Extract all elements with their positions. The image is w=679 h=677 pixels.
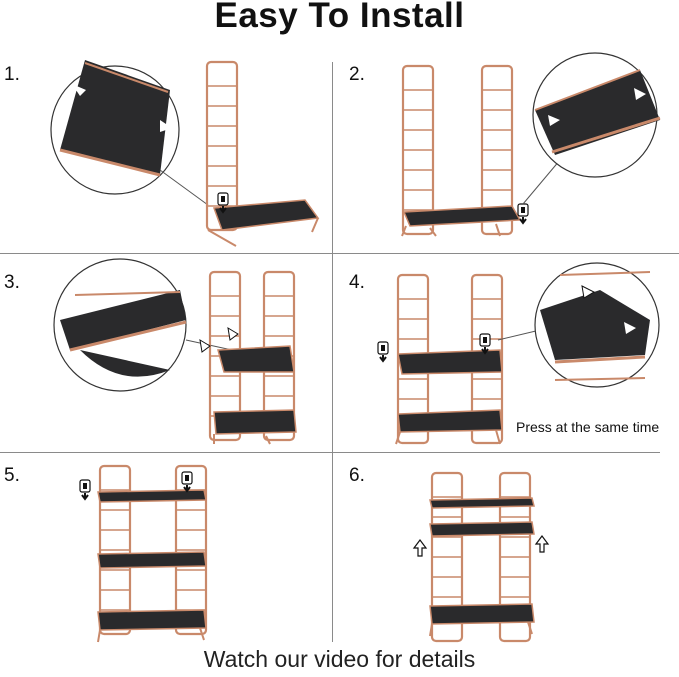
step-4-label: 4. [349,272,365,293]
step-1-label: 1. [4,64,20,85]
step-5-label: 5. [4,465,20,486]
step-3-illustration [53,258,297,445]
page-title: Easy To Install [214,0,465,35]
step-1-illustration [50,60,320,247]
step-5-illustration [79,464,208,643]
press-note: Press at the same time [516,419,660,435]
divider-row-2 [0,452,660,453]
step-4-illustration [377,262,660,445]
footer-caption: Watch our video for details [203,646,476,672]
step-2-label: 2. [349,64,365,85]
divider-row-1 [0,253,679,254]
step-2-illustration [401,52,661,237]
step-6-illustration [412,471,550,643]
divider-column [332,62,333,642]
step-6-label: 6. [349,465,365,486]
step-3-label: 3. [4,272,20,293]
